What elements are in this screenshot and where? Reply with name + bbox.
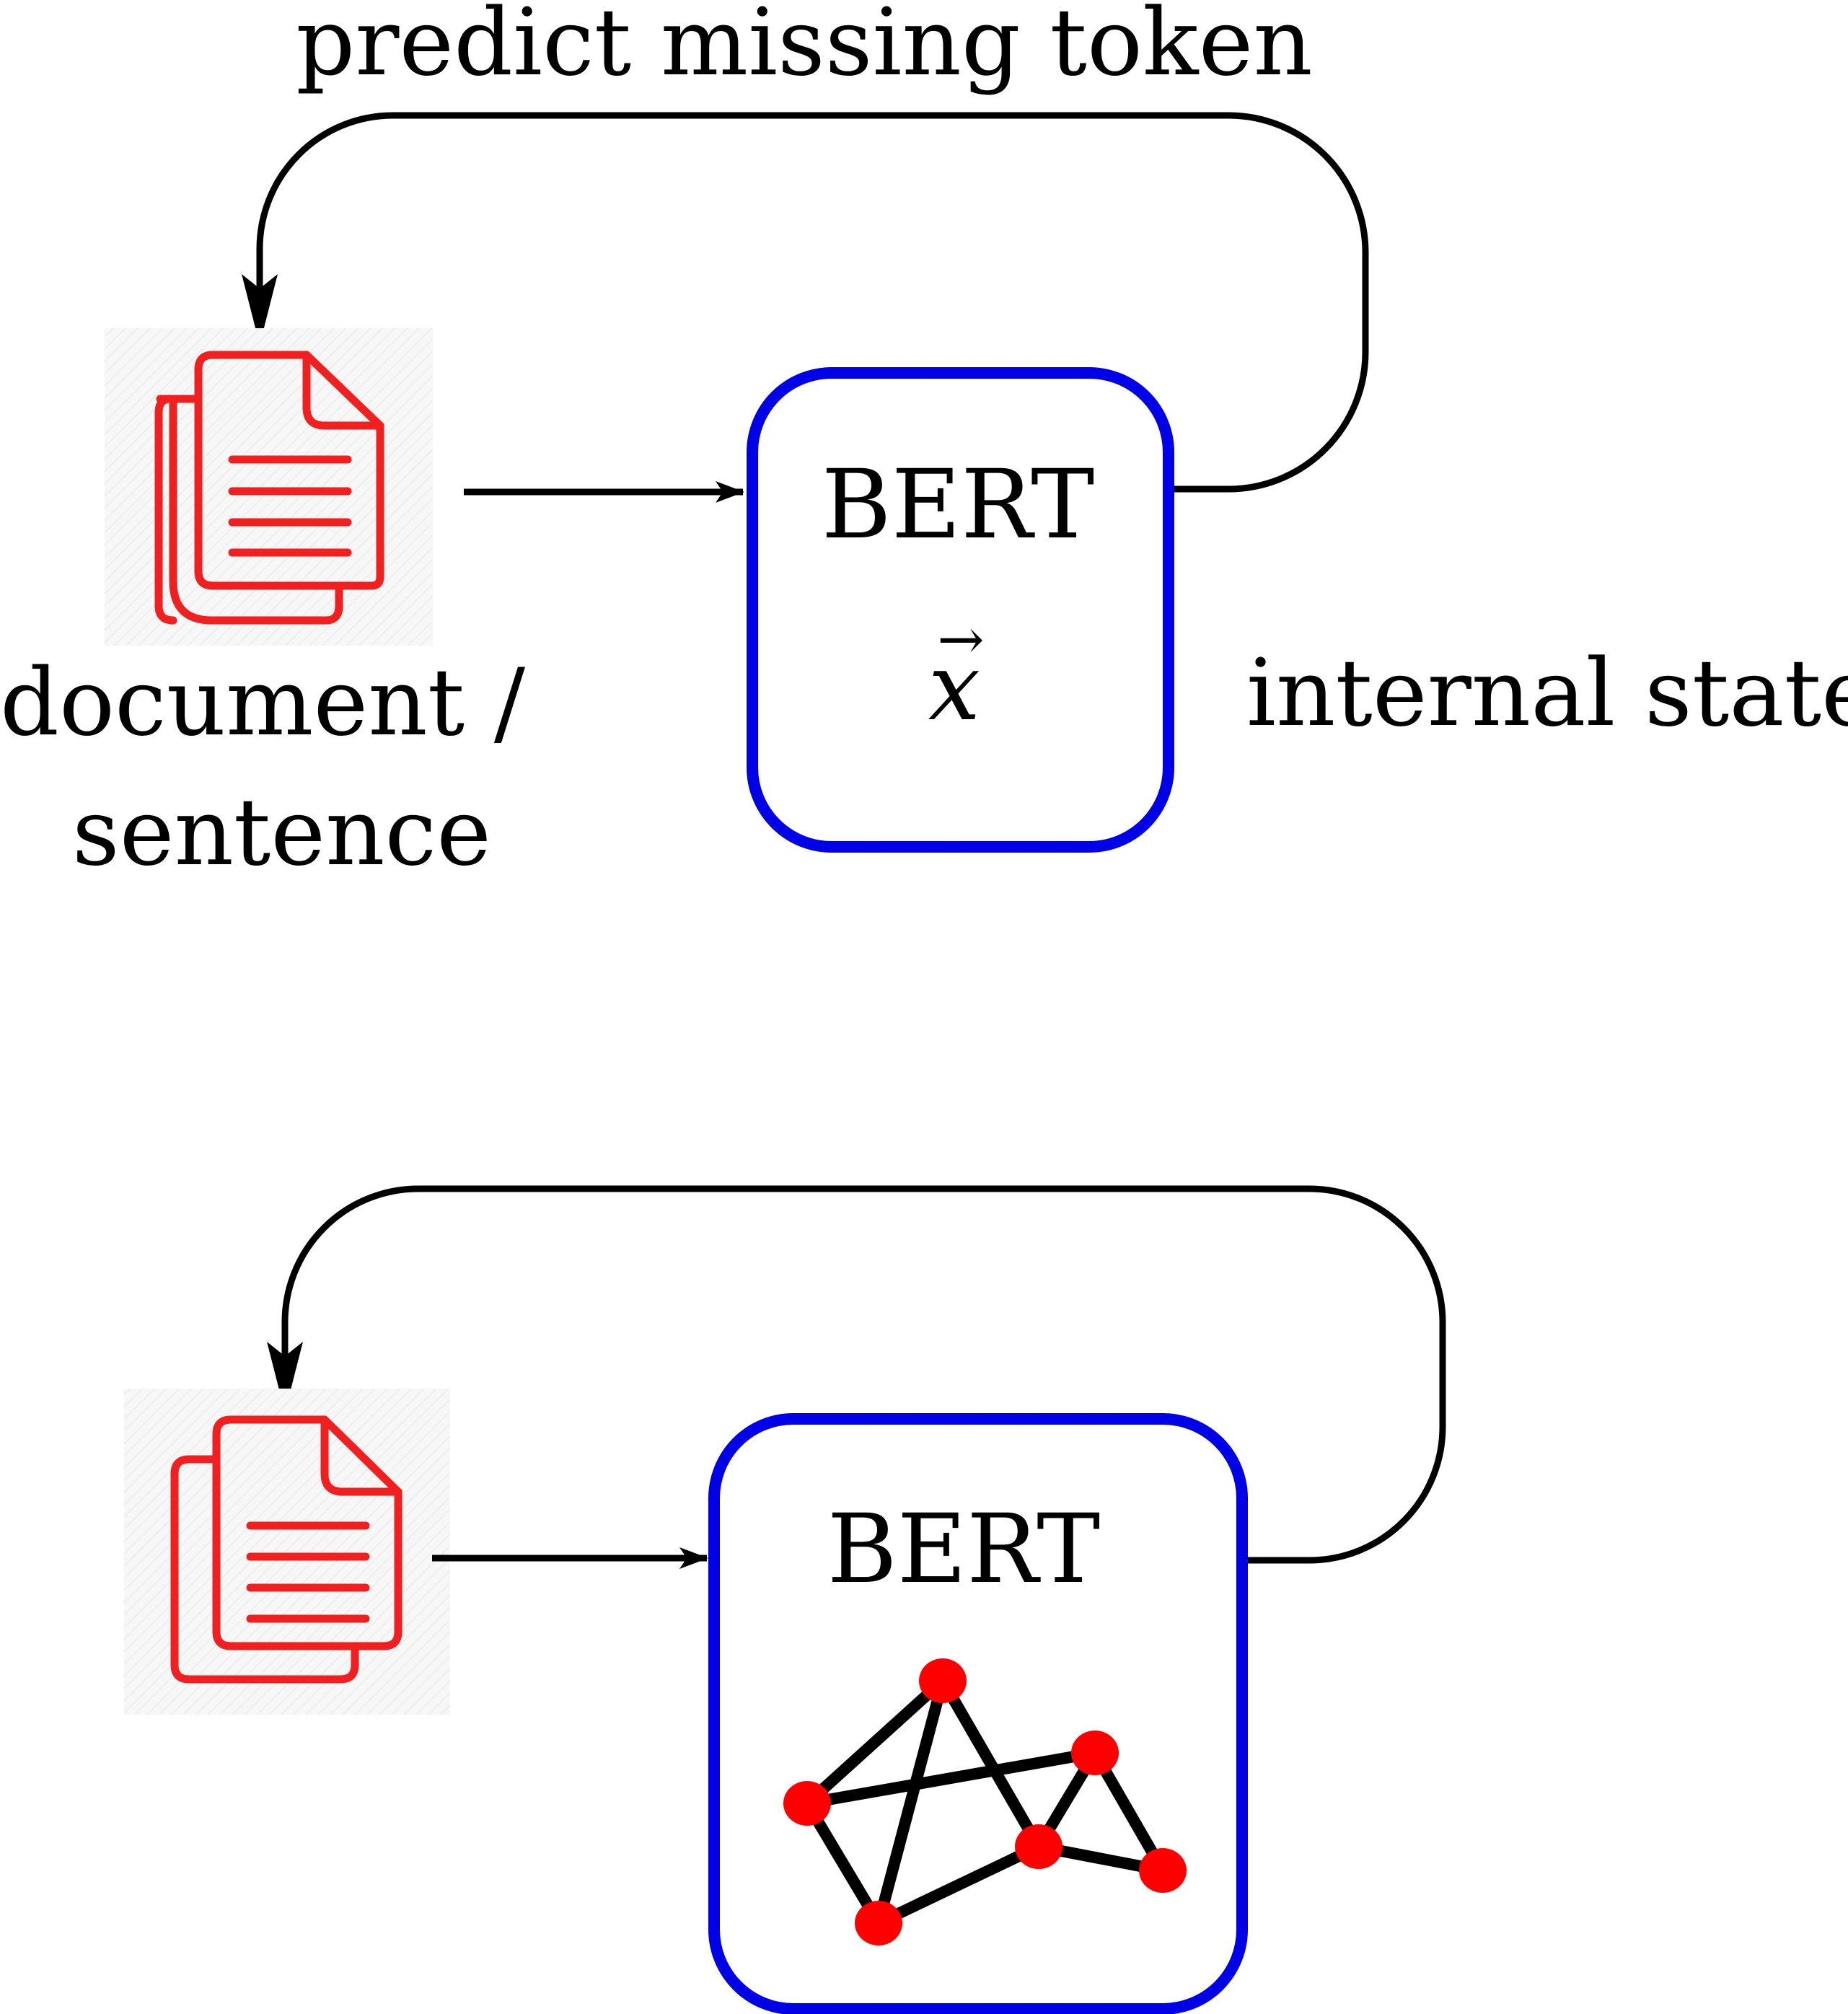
top-feedback-arrowhead (242, 274, 278, 345)
bottom-feedback-arrowhead (267, 1342, 303, 1412)
top-input-label-line1: document / (0, 649, 526, 757)
top-document-icon (105, 328, 433, 646)
graph-node (919, 1658, 967, 1703)
top-loop-label: predict missing token (296, 0, 1313, 97)
top-bert-title: BERT (822, 449, 1094, 560)
graph-node (1071, 1731, 1119, 1775)
top-state-vector-accent: → (937, 607, 984, 672)
graph-node (1015, 1824, 1062, 1869)
top-input-label-line2: sentence (72, 779, 491, 887)
graph-node (855, 1901, 902, 1945)
top-bert-box (747, 367, 1174, 853)
graph-node (783, 1781, 831, 1826)
bottom-feedback-loop-arrow (281, 1185, 1446, 1564)
graph-node (1139, 1848, 1187, 1893)
top-side-label: internal state (1246, 640, 1848, 747)
bottom-document-icon (124, 1389, 450, 1715)
bottom-bert-title: BERT (827, 1494, 1100, 1605)
top-panel: predict missing token document / sentenc… (0, 0, 1848, 887)
top-state-vector-symbol: x (928, 634, 980, 742)
top-feedback-loop-arrow (256, 112, 1369, 493)
bottom-panel: BERT (124, 1185, 1446, 2014)
graph-network-icon (783, 1658, 1187, 1945)
